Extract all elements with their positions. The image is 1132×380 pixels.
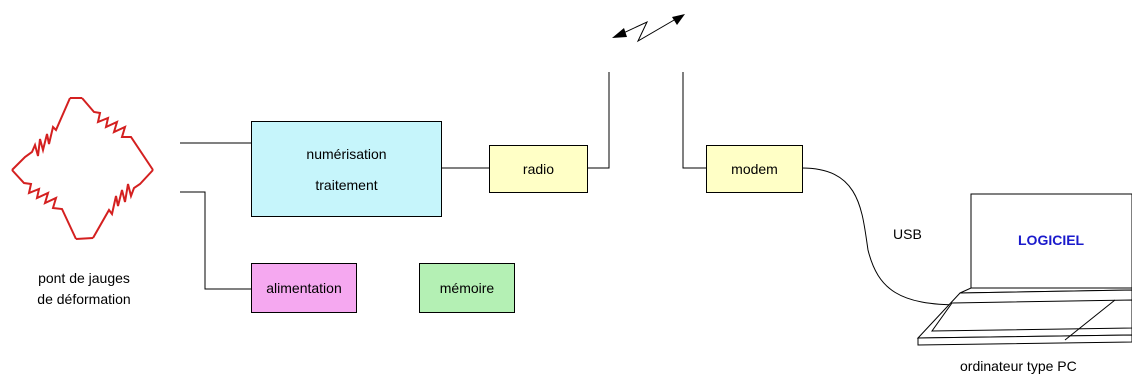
- radio-block: radio: [489, 145, 588, 193]
- radio-link-icon: [612, 14, 685, 43]
- modem-label: modem: [731, 161, 778, 177]
- wiring: [180, 72, 961, 306]
- modem-block: modem: [706, 145, 803, 193]
- computer-caption: ordinateur type PC: [960, 358, 1077, 374]
- memoire-block: mémoire: [419, 263, 515, 313]
- alimentation-label: alimentation: [266, 280, 342, 296]
- strain-gauge-bridge-icon: [11, 97, 154, 240]
- memoire-label: mémoire: [439, 280, 495, 296]
- gauge-caption-line2: de déformation: [37, 291, 131, 307]
- gauge-caption-line1: pont de jauges: [38, 270, 130, 286]
- traitement-label: traitement: [315, 176, 378, 193]
- laptop-icon: [916, 193, 1132, 346]
- radio-label: radio: [522, 161, 555, 177]
- gauge-caption: pont de jauges de déformation: [22, 268, 146, 310]
- numerisation-block: numérisation traitement: [251, 121, 442, 217]
- alimentation-block: alimentation: [251, 263, 357, 313]
- logiciel-screen-text: LOGICIEL: [1018, 232, 1085, 248]
- numerisation-label: numérisation: [306, 145, 387, 162]
- usb-label: USB: [893, 226, 922, 242]
